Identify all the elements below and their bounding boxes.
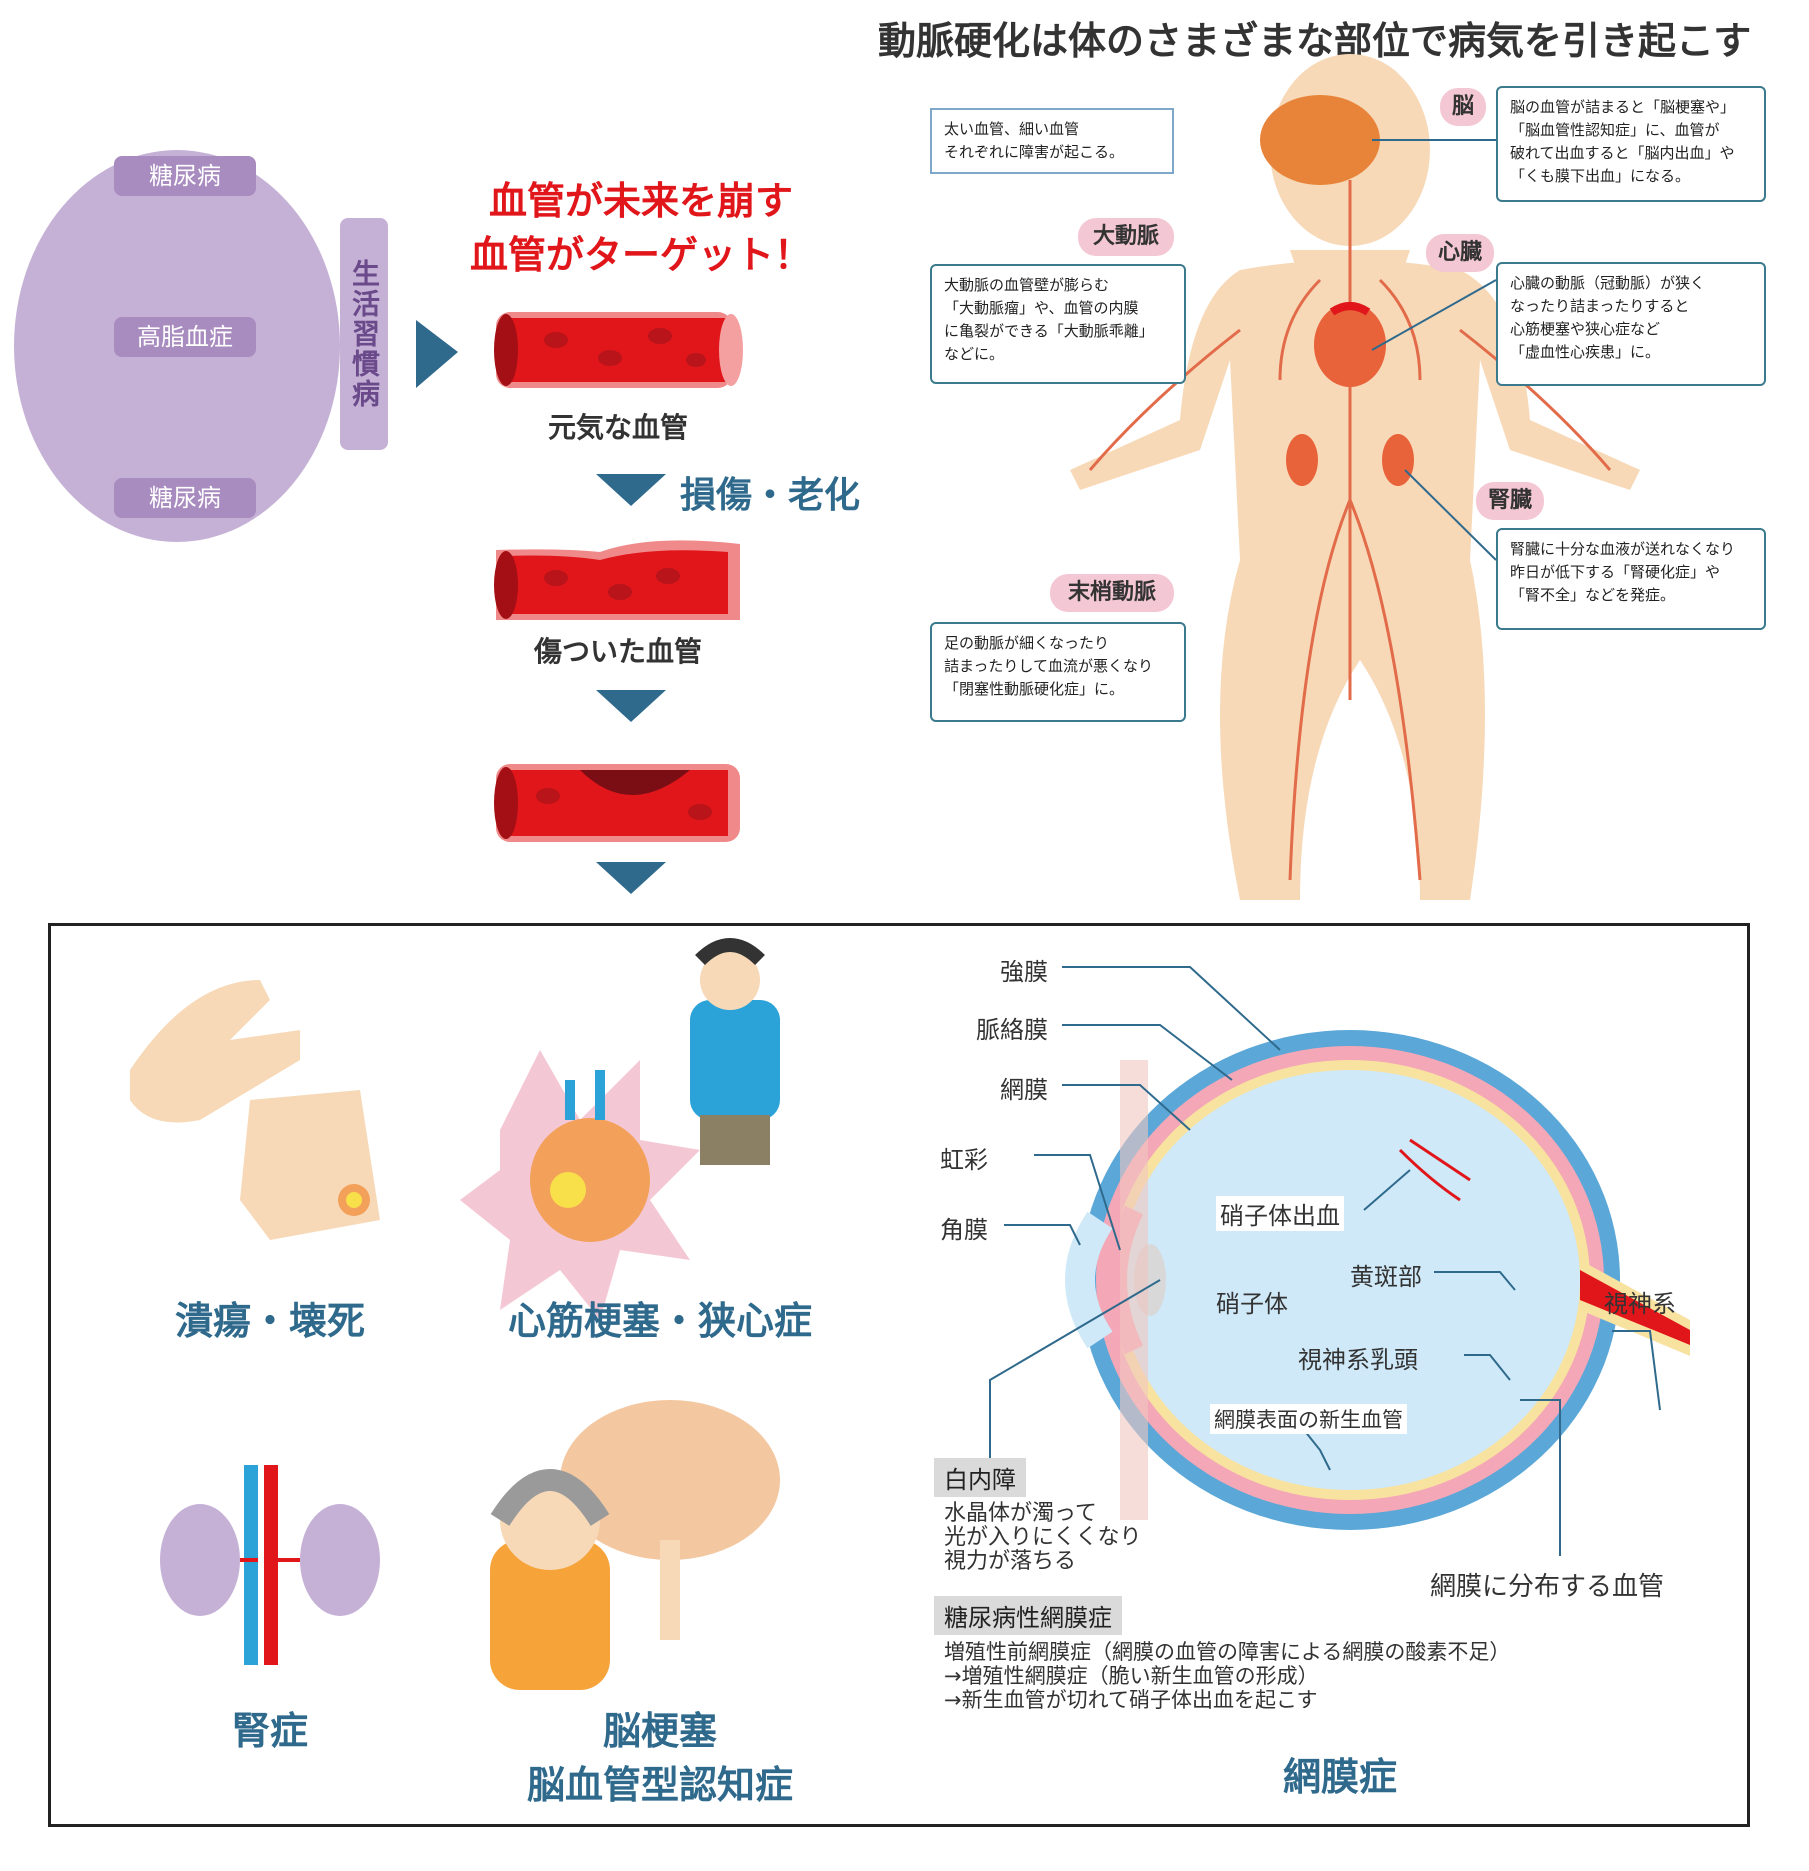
- organ-label-kidney: 腎臓: [1476, 482, 1544, 520]
- diabetic-retinopathy-tag: 糖尿病性網膜症: [934, 1596, 1122, 1635]
- flow-arrow-down-icon: [596, 862, 666, 894]
- lifestyle-disease-label: 生活習慣病: [340, 218, 388, 450]
- human-body-illustration: [1070, 54, 1640, 900]
- eye-label-neovascular-vessels: 網膜表面の新生血管: [1210, 1404, 1407, 1434]
- caption-nephropathy: 腎症: [231, 1709, 308, 1753]
- disease-pill-diabetes-bottom: 糖尿病: [114, 478, 256, 518]
- clogged-vessel-illustration: [494, 764, 740, 842]
- eye-label-optic-nerve: 視神系: [1604, 1290, 1676, 1318]
- aorta-note-box: 大動脈の血管壁が膨らむ 「大動脈瘤」や、血管の内膜 に亀裂ができる「大動脈乖離」…: [930, 264, 1186, 384]
- kidney-note-box: 腎臓に十分な血液が送れなくなり 昨日が低下する「腎硬化症」や 「腎不全」などを発…: [1496, 528, 1766, 630]
- vessel-headline-line1: 血管が未来を崩す: [488, 179, 793, 223]
- heart-note-box: 心臓の動脈（冠動脈）が狭く なったり詰まったりすると 心筋梗塞や狭心症など 「虚…: [1496, 262, 1766, 386]
- damage-aging-label: 損傷・老化: [680, 475, 861, 516]
- flow-arrow-down-icon: [596, 690, 666, 722]
- flow-arrow-right-icon: [416, 320, 458, 388]
- kidney-illustration: [160, 1465, 380, 1665]
- caption-retinopathy: 網膜症: [1282, 1755, 1397, 1799]
- caption-heart-disease: 心筋梗塞・狭心症: [507, 1299, 812, 1343]
- caption-brain-infarction: 脳梗塞: [602, 1709, 717, 1753]
- disease-pill-hyperlipidemia: 高脂血症: [114, 317, 256, 357]
- eye-label-sclera: 強膜: [1000, 958, 1048, 986]
- caption-vascular-dementia: 脳血管型認知症: [526, 1763, 793, 1807]
- disease-pill-diabetes-top: 糖尿病: [114, 156, 256, 196]
- caption-ulcer-necrosis: 潰瘍・壊死: [174, 1299, 365, 1343]
- eye-label-retina: 網膜: [1000, 1076, 1048, 1104]
- eye-label-vitreous: 硝子体: [1216, 1290, 1288, 1318]
- eye-label-macula: 黄斑部: [1350, 1263, 1422, 1291]
- heart-attack-illustration: [460, 938, 780, 1320]
- brain-elderly-illustration: [490, 1400, 780, 1690]
- cataract-tag: 白内障: [934, 1458, 1026, 1497]
- organ-label-heart: 心臓: [1426, 234, 1494, 272]
- healthy-vessel-illustration: [494, 312, 743, 388]
- eye-label-cornea: 角膜: [940, 1216, 988, 1244]
- healthy-vessel-label: 元気な血管: [547, 411, 688, 444]
- vessel-headline-line2: 血管がターゲット！: [469, 233, 812, 277]
- organ-label-brain: 脳: [1440, 88, 1486, 126]
- brain-note-box: 脳の血管が詰まると「脳梗塞や」 「脳血管性認知症」に、血管が 破れて出血すると「…: [1496, 86, 1766, 202]
- flow-arrow-down-icon: [596, 474, 666, 506]
- damaged-vessel-illustration: [494, 540, 740, 620]
- diabetic-retinopathy-description: 増殖性前網膜症（網膜の血管の障害による網膜の酸素不足） →増殖性網膜症（脆い新生…: [944, 1640, 1511, 1712]
- eye-label-choroid: 脈絡膜: [976, 1016, 1048, 1044]
- damaged-vessel-label: 傷ついた血管: [533, 635, 702, 668]
- eye-label-retinal-vessels: 網膜に分布する血管: [1430, 1572, 1665, 1602]
- organ-label-aorta: 大動脈: [1078, 218, 1174, 256]
- organ-label-peripheral-artery: 末梢動脈: [1050, 574, 1174, 612]
- cataract-description: 水晶体が濁って 光が入りにくくなり 視力が落ちる: [944, 1501, 1142, 1574]
- intro-note-box: 太い血管、細い血管 それぞれに障害が起こる。: [930, 108, 1174, 174]
- eye-label-optic-disc: 視神系乳頭: [1298, 1346, 1418, 1374]
- complications-panel: [48, 923, 1750, 1827]
- hand-foot-illustration: [130, 980, 380, 1240]
- page-title: 動脈硬化は体のさまざまな部位で病気を引き起こす: [878, 19, 1752, 63]
- peripheral-artery-note-box: 足の動脈が細くなったり 詰まったりして血流が悪くなり 「閉塞性動脈硬化症」に。: [930, 622, 1186, 722]
- eye-label-vitreous-hemorrhage: 硝子体出血: [1216, 1196, 1344, 1231]
- eye-label-iris: 虹彩: [940, 1146, 988, 1174]
